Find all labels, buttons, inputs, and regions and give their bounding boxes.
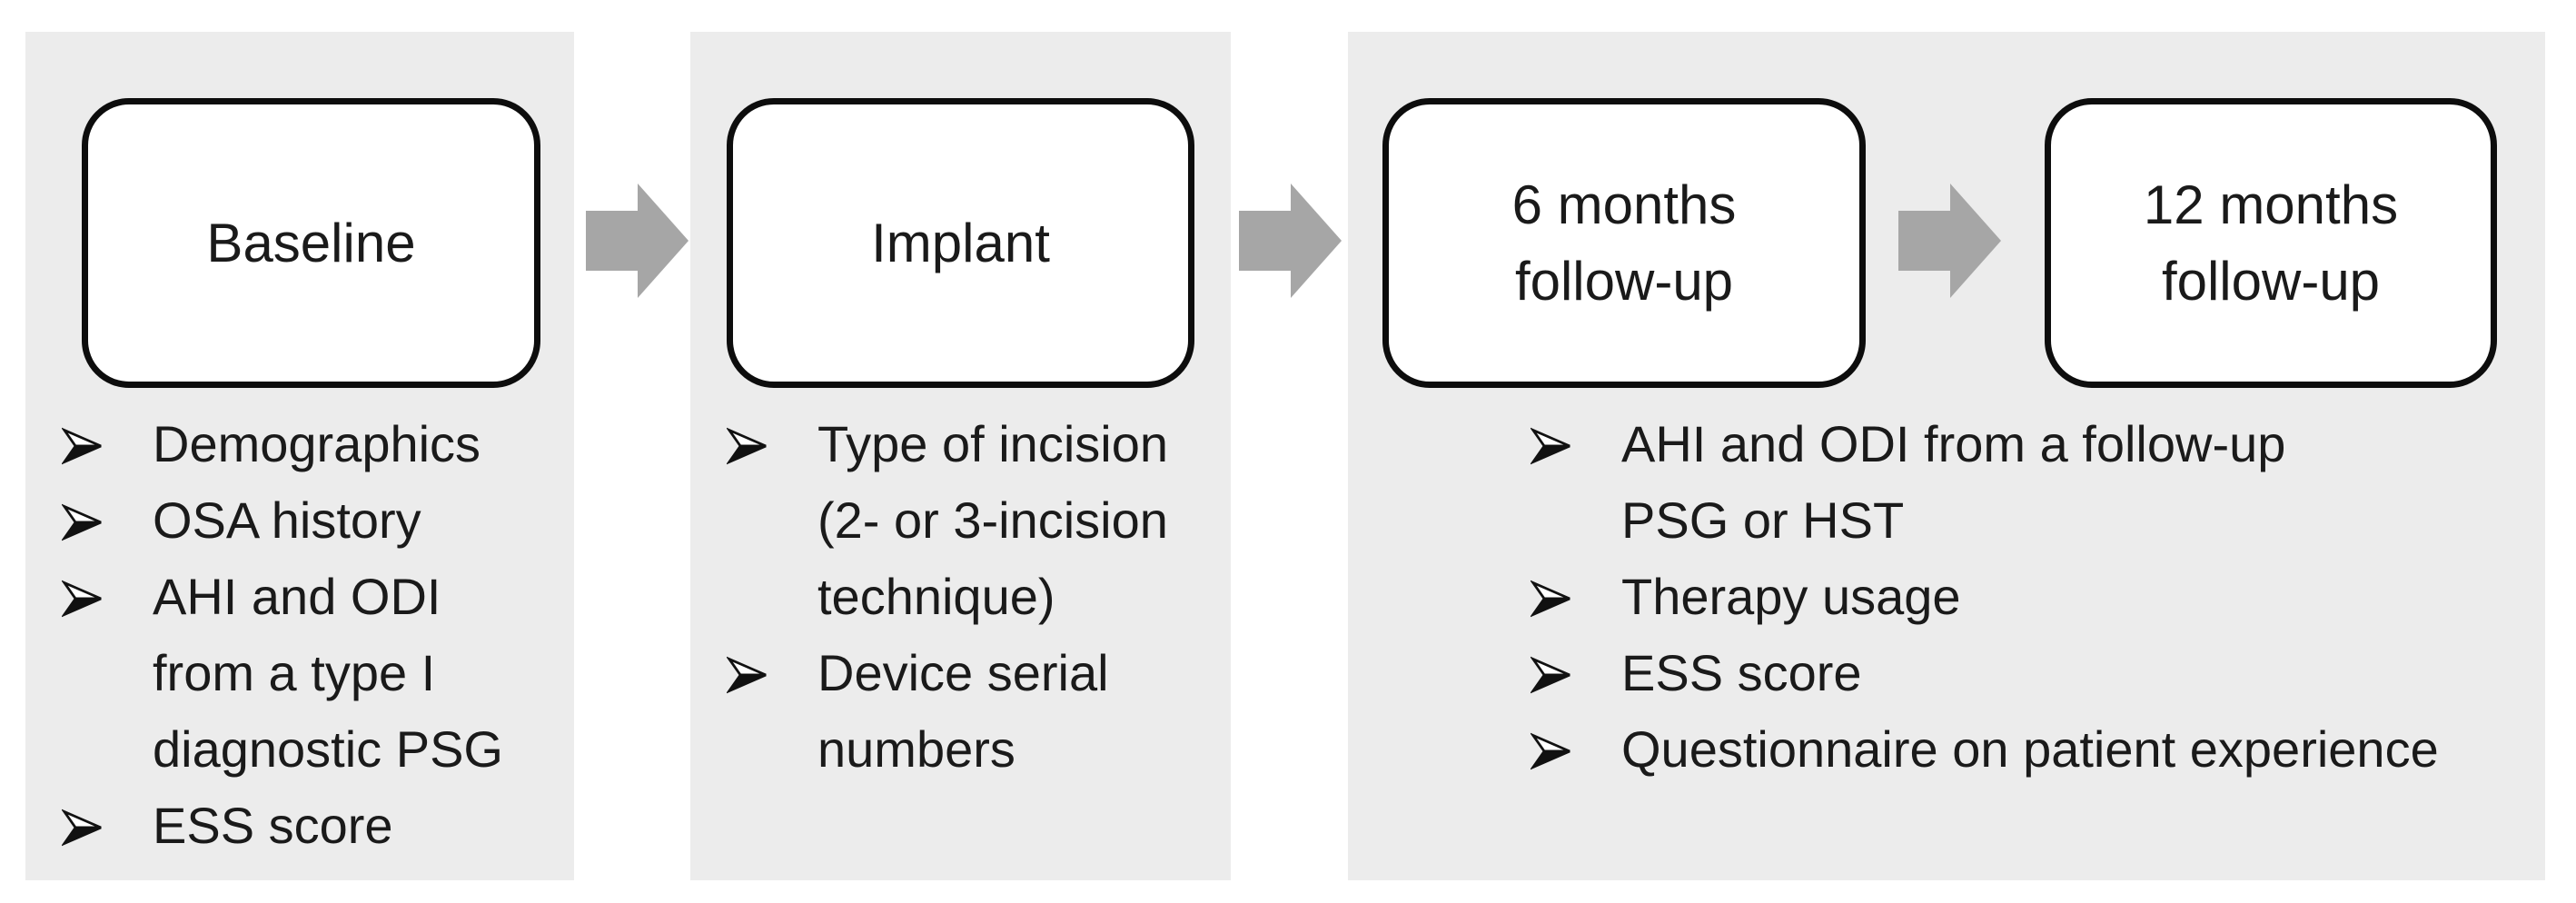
bullet-item: AHI and ODI from a follow-up PSG or HST xyxy=(1531,406,2439,559)
bullet-line: (2- or 3-incision xyxy=(817,491,1168,549)
bullet-line: ESS score xyxy=(1621,644,1862,701)
arrowhead-bullet-icon xyxy=(62,406,153,465)
right-block-arrow-icon xyxy=(1898,184,2001,298)
arrowhead-bullet-icon xyxy=(62,559,153,618)
stage-panel-followup: 6 months follow-up 12 months follow-up A… xyxy=(1348,32,2545,880)
arrowhead-bullet-icon xyxy=(1531,711,1621,770)
stage-box-label-line: 6 months xyxy=(1511,174,1737,235)
bullet-line: Device serial xyxy=(817,644,1109,701)
bullet-item: ESS score xyxy=(1531,635,2439,711)
arrowhead-bullet-icon xyxy=(727,406,817,465)
bullet-item: Therapy usage xyxy=(1531,559,2439,635)
stage-box-12-months-follow-up: 12 months follow-up xyxy=(2045,98,2497,388)
bullet-line: ESS score xyxy=(153,797,393,854)
bullet-line: from a type I xyxy=(153,644,436,701)
stage-box-baseline: Baseline xyxy=(82,98,540,388)
bullet-line: diagnostic PSG xyxy=(153,720,503,778)
bullet-line: Questionnaire on patient experience xyxy=(1621,720,2439,778)
arrowhead-bullet-icon xyxy=(1531,635,1621,694)
bullet-item: OSA history xyxy=(62,482,503,559)
bullet-line: Demographics xyxy=(153,415,481,472)
bullet-line: technique) xyxy=(817,568,1055,625)
bullet-line: OSA history xyxy=(153,491,421,549)
bullet-line: PSG or HST xyxy=(1621,491,1905,549)
bullet-item: Demographics xyxy=(62,406,503,482)
stage-box-label: Implant xyxy=(871,212,1050,273)
stage-box-label: Baseline xyxy=(206,212,416,273)
arrowhead-bullet-icon xyxy=(727,635,817,694)
bullet-list-followup: AHI and ODI from a follow-up PSG or HST … xyxy=(1531,406,2439,788)
bullet-list-implant: Type of incision (2- or 3-incision techn… xyxy=(727,406,1168,788)
bullet-line: numbers xyxy=(817,720,1016,778)
bullet-list-baseline: Demographics OSA history AHI and ODI fro… xyxy=(62,406,503,864)
bullet-item: AHI and ODI from a type I diagnostic PSG xyxy=(62,559,503,788)
bullet-item: ESS score xyxy=(62,788,503,864)
bullet-line: Type of incision xyxy=(817,415,1168,472)
right-block-arrow-icon xyxy=(586,184,689,298)
bullet-line: Therapy usage xyxy=(1621,568,1961,625)
stage-box-implant: Implant xyxy=(727,98,1194,388)
stage-panel-baseline: Baseline Demographics OSA history xyxy=(25,32,574,880)
arrowhead-bullet-icon xyxy=(1531,406,1621,465)
stage-box-6-months-follow-up: 6 months follow-up xyxy=(1382,98,1866,388)
arrowhead-bullet-icon xyxy=(62,788,153,847)
bullet-item: Questionnaire on patient experience xyxy=(1531,711,2439,788)
arrowhead-bullet-icon xyxy=(62,482,153,541)
arrowhead-bullet-icon xyxy=(1531,559,1621,618)
bullet-item: Device serial numbers xyxy=(727,635,1168,788)
stage-box-label-line: 12 months xyxy=(2143,174,2399,235)
stage-box-label-line: follow-up xyxy=(1514,250,1734,312)
bullet-line: AHI and ODI xyxy=(153,568,441,625)
right-block-arrow-icon xyxy=(1239,184,1342,298)
stage-box-label-line: follow-up xyxy=(2161,250,2381,312)
bullet-item: Type of incision (2- or 3-incision techn… xyxy=(727,406,1168,635)
bullet-line: AHI and ODI from a follow-up xyxy=(1621,415,2286,472)
stage-panel-implant: Implant Type of incision (2- or 3-incisi… xyxy=(690,32,1231,880)
